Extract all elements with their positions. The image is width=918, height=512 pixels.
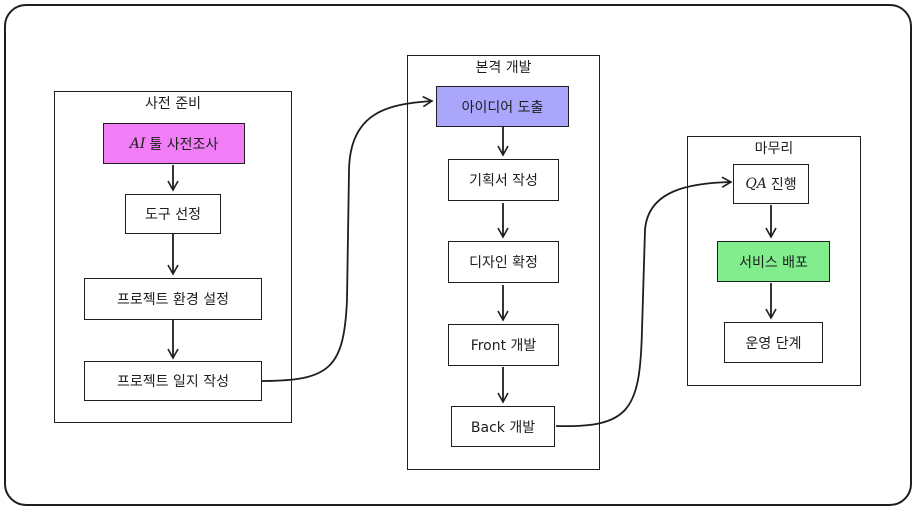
node-label: 프로젝트 환경 설정 bbox=[117, 292, 229, 308]
group-title-prep: 사전 준비 bbox=[145, 96, 201, 112]
node-ideation[interactable]: 아이디어 도출 bbox=[436, 86, 569, 127]
node-label: Back 개발 bbox=[470, 419, 536, 436]
node-label: 서비스 배포 bbox=[739, 254, 808, 271]
group-dev: 본격 개발 bbox=[407, 55, 600, 470]
node-prefix: QA bbox=[745, 176, 767, 192]
node-label: 아이디어 도출 bbox=[461, 99, 544, 116]
node-label: Front 개발 bbox=[470, 338, 537, 354]
group-prep: 사전 준비 bbox=[54, 91, 292, 423]
node-prefix: AI bbox=[129, 135, 146, 152]
node-back-dev[interactable]: Back 개발 bbox=[451, 406, 555, 447]
node-label: 도구 선정 bbox=[145, 207, 201, 223]
node-design-confirm[interactable]: 디자인 확정 bbox=[448, 241, 559, 283]
node-ai-tool-research[interactable]: AI 툴 사전조사 bbox=[103, 123, 245, 164]
node-label: 툴 사전조사 bbox=[149, 136, 219, 153]
node-plan-document[interactable]: 기획서 작성 bbox=[448, 159, 559, 201]
node-label: 기획서 작성 bbox=[469, 173, 538, 189]
node-tool-selection[interactable]: 도구 선정 bbox=[125, 194, 221, 234]
node-qa[interactable]: QA 진행 bbox=[733, 164, 809, 204]
arrow-log-to-ideation bbox=[261, 95, 434, 382]
node-operation[interactable]: 운영 단계 bbox=[724, 322, 823, 363]
node-label: 디자인 확정 bbox=[469, 255, 538, 271]
arrow-back-to-qa bbox=[555, 176, 733, 428]
group-title-finish: 마무리 bbox=[754, 141, 794, 157]
node-log-writing[interactable]: 프로젝트 일지 작성 bbox=[84, 361, 262, 401]
outer-frame bbox=[4, 4, 912, 506]
node-env-setup[interactable]: 프로젝트 환경 설정 bbox=[84, 278, 262, 320]
group-finish: 마무리 bbox=[687, 136, 861, 386]
node-label: 진행 bbox=[770, 177, 797, 193]
group-title-dev: 본격 개발 bbox=[475, 60, 532, 76]
node-service-deploy[interactable]: 서비스 배포 bbox=[717, 241, 830, 282]
node-front-dev[interactable]: Front 개발 bbox=[448, 324, 559, 366]
node-label: 운영 단계 bbox=[745, 335, 802, 352]
node-label: 프로젝트 일지 작성 bbox=[117, 374, 229, 390]
